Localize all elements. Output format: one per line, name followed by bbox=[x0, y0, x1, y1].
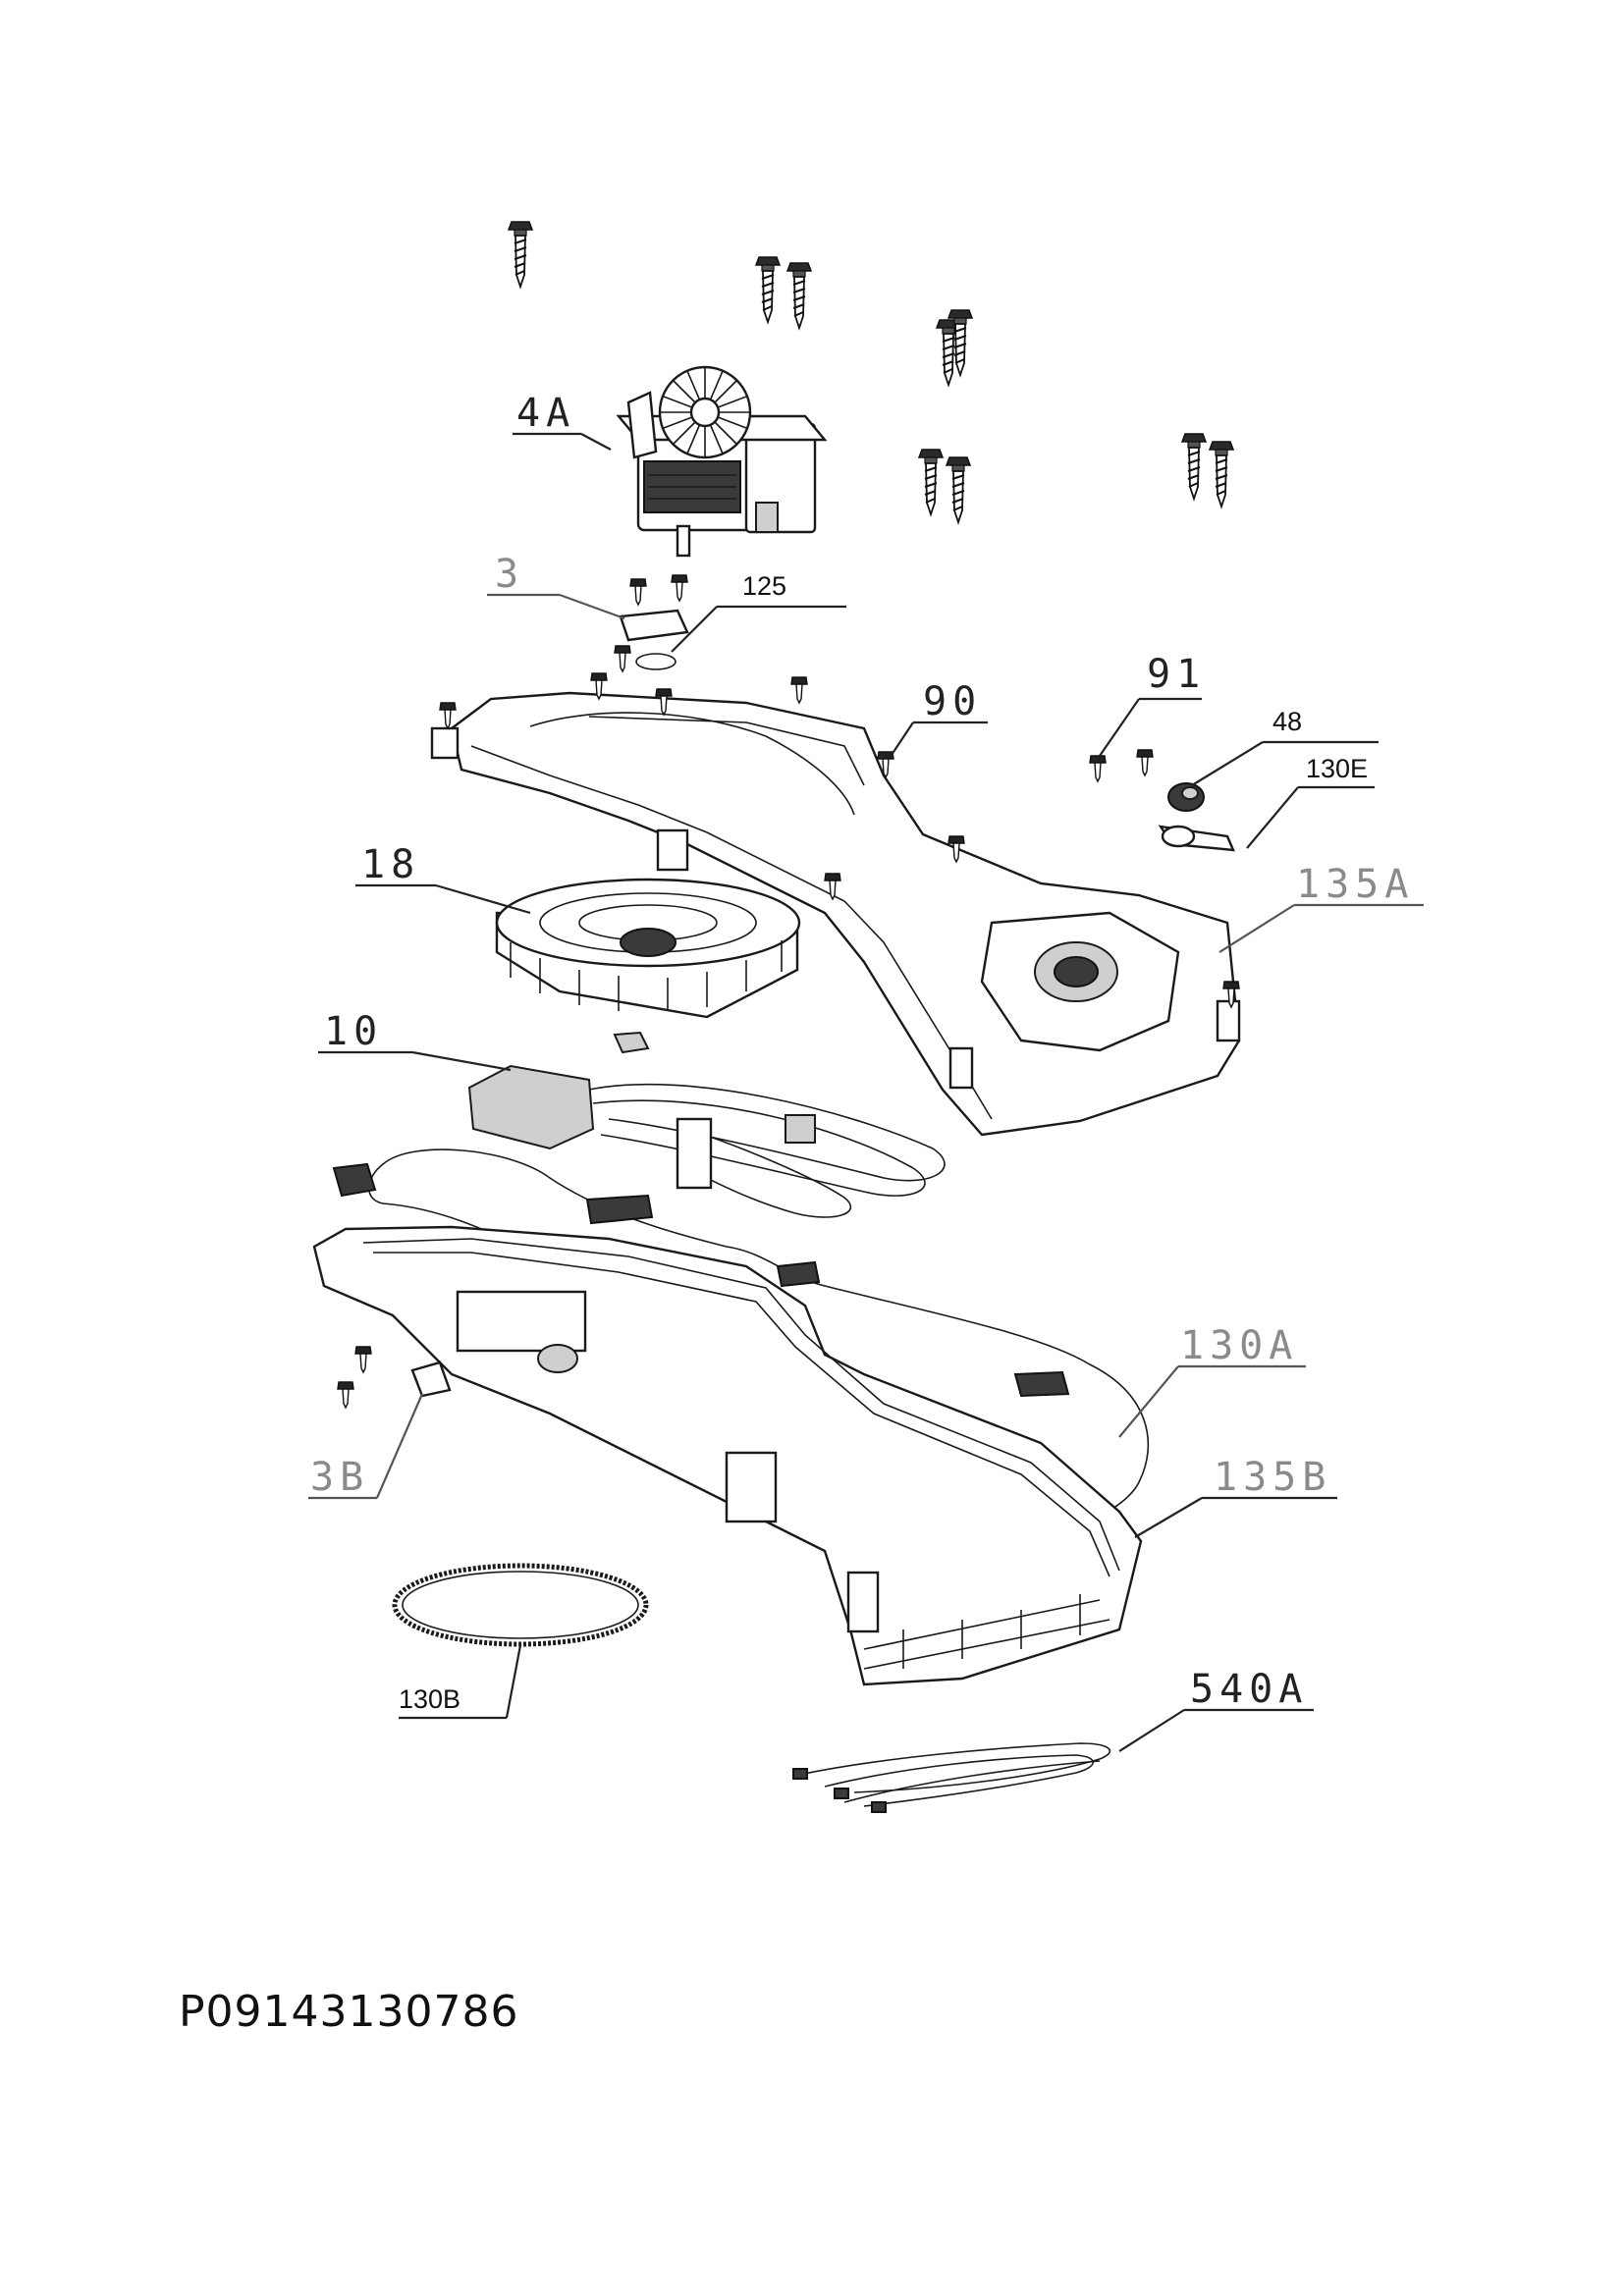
fan-wheel bbox=[495, 878, 801, 1019]
label-125: 125 bbox=[742, 571, 786, 601]
heating-element-icon bbox=[467, 1064, 946, 1218]
screw-icon bbox=[1209, 441, 1234, 507]
clip-part bbox=[1013, 1370, 1070, 1398]
clip-part bbox=[332, 1162, 377, 1198]
bracket-part bbox=[410, 1361, 452, 1398]
screw-icon bbox=[614, 645, 631, 672]
label-540A: 540A bbox=[1190, 1667, 1308, 1712]
label-130E: 130E bbox=[1306, 754, 1368, 783]
label-91: 91 bbox=[1147, 652, 1206, 697]
lower-housing bbox=[312, 1225, 1143, 1686]
screw-icon bbox=[786, 262, 812, 329]
label-10: 10 bbox=[324, 1009, 383, 1054]
label-3: 3 bbox=[495, 552, 524, 597]
label-135A: 135A bbox=[1296, 862, 1414, 907]
small-connector bbox=[613, 1031, 650, 1054]
screw-icon bbox=[337, 1381, 354, 1409]
reference-code: P09143130786 bbox=[179, 1987, 519, 2037]
clip-part bbox=[585, 1194, 654, 1225]
o-ring bbox=[635, 653, 677, 670]
screw-icon bbox=[671, 574, 688, 602]
label-18: 18 bbox=[361, 842, 420, 887]
label-130A: 130A bbox=[1180, 1323, 1298, 1368]
wire-harness bbox=[792, 1742, 1111, 1813]
bracket-part bbox=[619, 609, 689, 642]
label-90: 90 bbox=[923, 679, 982, 724]
screw-icon bbox=[1089, 755, 1107, 782]
screw-icon bbox=[1136, 749, 1154, 776]
gasket-icon bbox=[392, 1563, 649, 1647]
clip-part bbox=[776, 1260, 821, 1288]
screw-icon bbox=[918, 449, 944, 515]
screw-icon bbox=[1181, 433, 1207, 500]
label-135B: 135B bbox=[1214, 1455, 1331, 1500]
screw-icon bbox=[508, 221, 533, 288]
sensor-part bbox=[1158, 782, 1235, 852]
screw-icon bbox=[755, 256, 781, 323]
label-48: 48 bbox=[1272, 707, 1302, 736]
screw-icon bbox=[946, 456, 971, 523]
screw-icon bbox=[790, 676, 808, 704]
screw-icon bbox=[439, 702, 457, 729]
label-4A: 4A bbox=[516, 391, 575, 436]
screw-icon bbox=[354, 1346, 372, 1373]
label-3B: 3B bbox=[310, 1455, 369, 1500]
upper-housing bbox=[430, 691, 1241, 1137]
fan-motor-icon bbox=[616, 365, 828, 558]
screw-icon bbox=[629, 578, 647, 606]
label-130B: 130B bbox=[399, 1684, 460, 1714]
